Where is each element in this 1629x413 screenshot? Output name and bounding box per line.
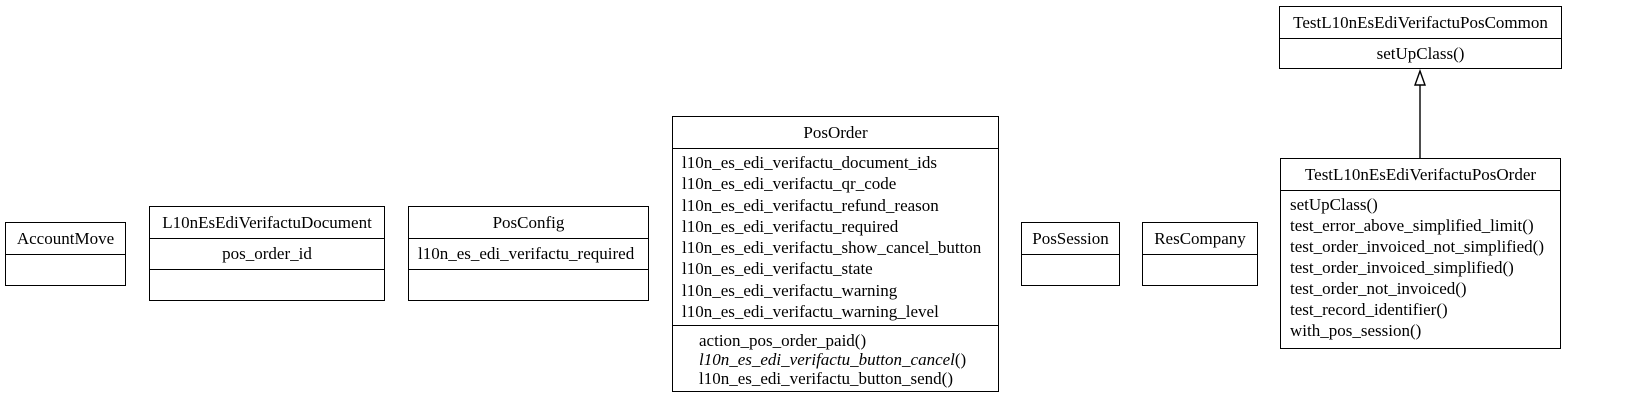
class-pos-session: PosSession bbox=[1021, 222, 1120, 286]
class-name: TestL10nEsEdiVerifactuPosOrder bbox=[1281, 159, 1560, 191]
class-name: L10nEsEdiVerifactuDocument bbox=[150, 207, 384, 239]
method: setUpClass() bbox=[1376, 44, 1465, 63]
inheritance-arrowhead bbox=[1414, 68, 1426, 86]
method: test_record_identifier() bbox=[1290, 300, 1448, 319]
class-attributes bbox=[6, 255, 125, 293]
method: l10n_es_edi_verifactu_button_send() bbox=[699, 369, 953, 389]
method: test_order_not_invoiced() bbox=[1290, 279, 1467, 298]
attribute: l10n_es_edi_verifactu_refund_reason bbox=[682, 195, 939, 215]
class-name: PosSession bbox=[1022, 223, 1119, 255]
class-attributes: pos_order_id bbox=[150, 239, 384, 270]
attribute: l10n_es_edi_verifactu_qr_code bbox=[682, 174, 897, 194]
method: test_order_invoiced_simplified() bbox=[1290, 258, 1514, 277]
class-res-company: ResCompany bbox=[1142, 222, 1258, 286]
class-pos-config: PosConfig l10n_es_edi_verifactu_required bbox=[408, 206, 649, 301]
method-name: l10n_es_edi_verifactu_button_cancel bbox=[699, 350, 955, 370]
class-test-pos-order: TestL10nEsEdiVerifactuPosOrder setUpClas… bbox=[1280, 158, 1561, 349]
method: with_pos_session() bbox=[1290, 321, 1422, 340]
class-methods bbox=[409, 270, 648, 308]
method: test_error_above_simplified_limit() bbox=[1290, 216, 1534, 235]
class-methods: setUpClass() test_error_above_simplified… bbox=[1281, 191, 1560, 348]
method-abstract: l10n_es_edi_verifactu_button_cancel() bbox=[699, 350, 989, 369]
class-name: PosOrder bbox=[673, 117, 998, 149]
attribute: pos_order_id bbox=[222, 244, 312, 263]
class-name: PosConfig bbox=[409, 207, 648, 239]
attribute: l10n_es_edi_verifactu_warning bbox=[682, 280, 898, 300]
class-attributes bbox=[1022, 255, 1119, 293]
class-attributes bbox=[1143, 255, 1257, 293]
class-name: TestL10nEsEdiVerifactuPosCommon bbox=[1280, 7, 1561, 39]
attribute: l10n_es_edi_verifactu_required bbox=[418, 244, 635, 263]
class-test-pos-common: TestL10nEsEdiVerifactuPosCommon setUpCla… bbox=[1279, 6, 1562, 69]
attribute: l10n_es_edi_verifactu_document_ids bbox=[682, 153, 937, 172]
class-account-move: AccountMove bbox=[5, 222, 126, 286]
class-attributes: l10n_es_edi_verifactu_document_ids l10n_… bbox=[673, 149, 998, 327]
class-name: ResCompany bbox=[1143, 223, 1257, 255]
class-attributes: l10n_es_edi_verifactu_required bbox=[409, 239, 648, 270]
method: test_order_invoiced_not_simplified() bbox=[1290, 237, 1544, 256]
method-parens: () bbox=[954, 350, 967, 370]
class-methods bbox=[150, 270, 384, 308]
attribute: l10n_es_edi_verifactu_warning_level bbox=[682, 302, 939, 322]
class-methods: action_pos_order_paid() l10n_es_edi_veri… bbox=[673, 326, 998, 391]
class-name: AccountMove bbox=[6, 223, 125, 255]
class-pos-order: PosOrder l10n_es_edi_verifactu_document_… bbox=[672, 116, 999, 392]
attribute: l10n_es_edi_verifactu_required bbox=[682, 216, 899, 236]
class-l10n-es-edi-verifactu-document: L10nEsEdiVerifactuDocument pos_order_id bbox=[149, 206, 385, 301]
method: setUpClass() bbox=[1290, 195, 1378, 214]
class-methods: setUpClass() bbox=[1280, 39, 1561, 69]
attribute: l10n_es_edi_verifactu_show_cancel_button bbox=[682, 238, 982, 258]
attribute: l10n_es_edi_verifactu_state bbox=[682, 259, 873, 279]
method: action_pos_order_paid() bbox=[699, 331, 867, 351]
